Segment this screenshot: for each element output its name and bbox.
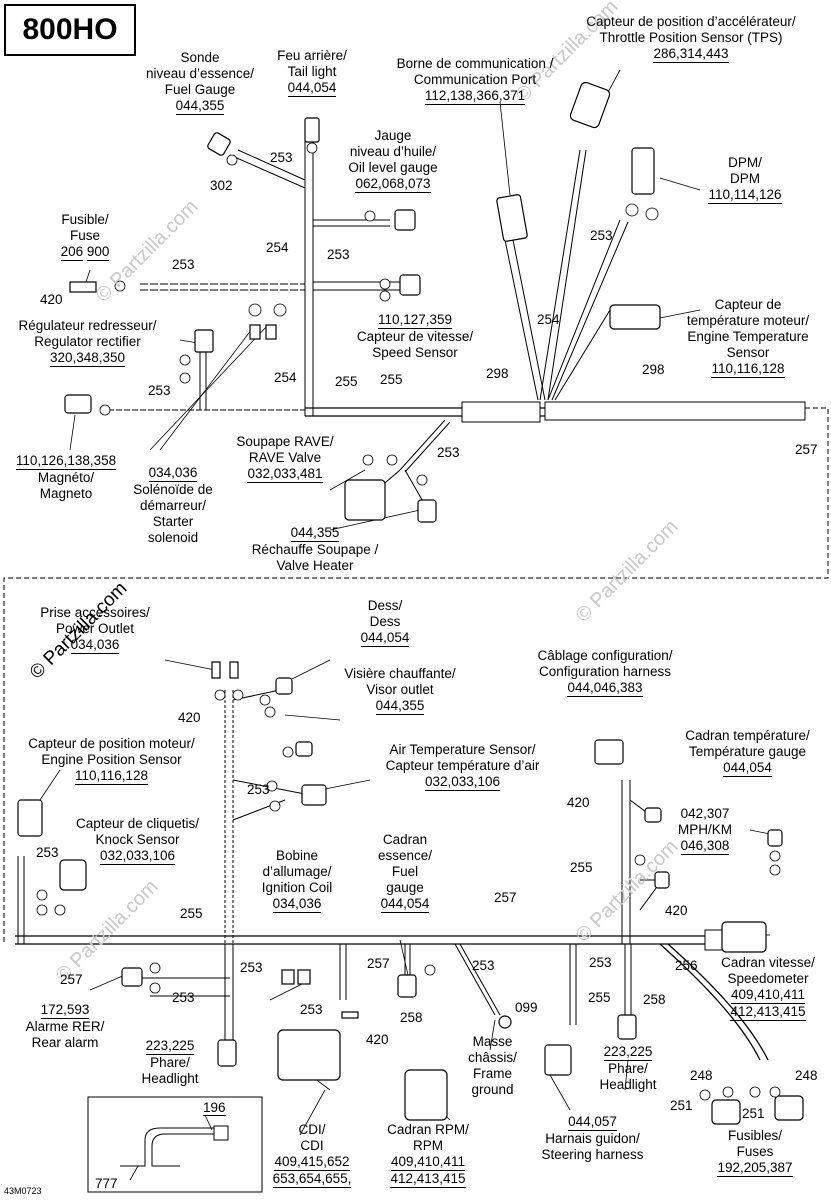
callout-420-a: 420 — [40, 292, 63, 307]
callout-251-b: 251 — [742, 1106, 765, 1121]
fuse-label: Fusible/Fuse 206 900 — [60, 212, 110, 261]
callout-248-b: 248 — [795, 1068, 818, 1083]
callout-253-d: 253 — [148, 383, 171, 398]
cdi-label: CDI/CDI 409,415,652 653,654,655, — [272, 1122, 352, 1188]
callout-255-b: 255 — [380, 372, 403, 387]
callout-420-c: 420 — [567, 795, 590, 810]
fuses-label: Fusibles/Fuses 192,205,387 — [717, 1128, 793, 1177]
callout-196: 196 — [203, 1100, 226, 1116]
callout-777: 777 — [95, 1176, 118, 1191]
callout-298-a: 298 — [486, 366, 509, 381]
callout-258-a: 258 — [400, 1010, 423, 1025]
comm-port-label: Borne de communication /Communication Po… — [396, 56, 554, 105]
engine-position-label: Capteur de position moteur/Engine Positi… — [28, 736, 195, 785]
callout-253-i: 253 — [240, 960, 263, 975]
callout-253-m: 253 — [589, 955, 612, 970]
callout-253-j: 253 — [172, 990, 195, 1005]
headlight-left-label: 223,225 Phare/Headlight — [141, 1038, 199, 1086]
tail-light-label: Feu arrière/Tail light 044,054 — [277, 48, 347, 97]
callout-248-a: 248 — [690, 1068, 713, 1083]
callout-256: 256 — [675, 958, 698, 973]
callout-257-c: 257 — [60, 972, 83, 987]
callout-253-c: 253 — [172, 257, 195, 272]
throttle-sensor-label: Capteur de position d’accélérateur/Throt… — [586, 14, 796, 63]
callout-255-c: 255 — [570, 860, 593, 875]
regulator-label: Régulateur redresseur/Regulator rectifie… — [18, 318, 157, 367]
config-harness-label: Câblage configuration/Configuration harn… — [537, 648, 673, 697]
power-outlet-label: Prise accessoires/Power Outlet 034,036 — [40, 605, 150, 654]
document-id: 43M0723 — [4, 1186, 42, 1196]
upper-main-harness — [100, 140, 806, 506]
callout-258-b: 258 — [643, 992, 666, 1007]
callout-255-e: 255 — [588, 990, 611, 1005]
valve-heater-label: 044,355 Réchauffe Soupape /Valve Heater — [251, 525, 379, 573]
callout-253-e: 253 — [590, 228, 613, 243]
callout-302: 302 — [210, 178, 233, 193]
callout-420-d: 420 — [665, 903, 688, 918]
air-temp-label: Air Temperature Sensor/Capteur températu… — [385, 742, 540, 791]
ground-part-number: 099 — [515, 1000, 538, 1015]
callout-251-a: 251 — [670, 1098, 693, 1113]
steering-harness-label: 044,057 Harnais guidon/Steering harness — [541, 1114, 644, 1162]
dpm-label: DPM/DPM 110,114,126 — [708, 155, 782, 204]
callout-253-g: 253 — [247, 782, 270, 797]
callout-254-a: 254 — [266, 240, 289, 255]
rpm-gauge-label: Cadran RPM/RPM 409,410,411 412,413,415 — [387, 1122, 469, 1188]
callout-253-f: 253 — [437, 445, 460, 460]
callout-253-k: 253 — [300, 1002, 323, 1017]
callout-257-d: 257 — [367, 956, 390, 971]
callout-257-b: 257 — [494, 890, 517, 905]
callout-420-b: 420 — [178, 710, 201, 725]
callout-257-a: 257 — [795, 442, 818, 457]
magneto-label: 110,126,138,358 Magnéto/Magneto — [15, 453, 117, 501]
visor-outlet-label: Visière chauffante/Visor outlet 044,355 — [344, 666, 456, 715]
callout-254-b: 254 — [274, 370, 297, 385]
callout-254-c: 254 — [537, 312, 560, 327]
headlight-right-label: 223,225 Phare/Headlight — [599, 1044, 657, 1092]
knock-sensor-label: Capteur de cliquetis/Knock Sensor 032,03… — [75, 816, 200, 865]
callout-298-b: 298 — [642, 362, 665, 377]
temp-gauge-label: Cadran température/Température gauge 044… — [685, 728, 810, 777]
speed-sensor-label: 110,127,359 Capteur de vitesse/Speed Sen… — [356, 312, 474, 360]
dess-label: Dess/Dess 044,054 — [360, 598, 410, 647]
callout-255-a: 255 — [335, 374, 358, 389]
callout-253-a: 253 — [270, 150, 293, 165]
callout-253-h: 253 — [36, 845, 59, 860]
callout-253-b: 253 — [327, 247, 350, 262]
speedometer-label: Cadran vitesse/Speedometer 409,410,411 4… — [721, 955, 815, 1021]
cdi-inset-box — [87, 1096, 263, 1193]
callout-253-l: 253 — [472, 958, 495, 973]
rear-alarm-label: 172,593 Alarme RER/Rear alarm — [25, 1002, 105, 1050]
model-title: 800HO — [4, 4, 136, 56]
callout-255-d: 255 — [180, 906, 203, 921]
rave-valve-label: Soupape RAVE/RAVE Valve 032,033,481 — [236, 434, 334, 483]
callout-420-e: 420 — [366, 1032, 389, 1047]
